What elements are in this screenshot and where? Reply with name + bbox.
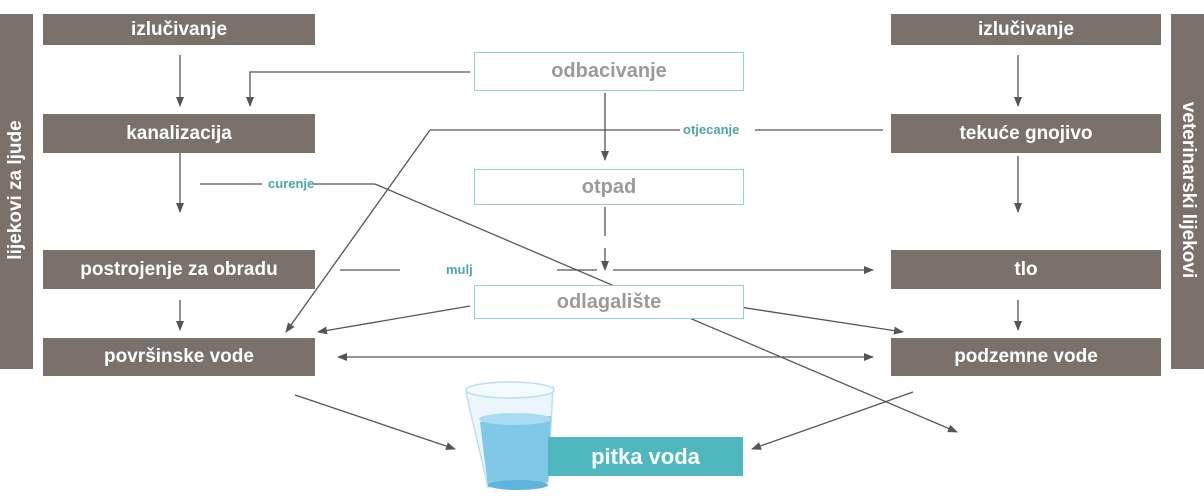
box-treatment-plant: postrojenje za obradu: [43, 250, 315, 289]
left-side-bar: [0, 14, 33, 369]
arrow-surface-to-drinking: [294, 394, 456, 450]
box-groundwater: podzemne vode: [891, 338, 1161, 376]
label-runoff: otjecanje: [683, 122, 740, 137]
box-excretion-left: izlučivanje: [43, 14, 315, 45]
label-leakage: curenje: [268, 176, 315, 191]
box-disposal: odbacivanje: [474, 52, 744, 91]
arrow-disposal-to-sewage: [246, 71, 470, 107]
arrow-groundwater-to-drinking: [751, 391, 914, 450]
arrow-landfill-to-surface: [317, 305, 471, 335]
label-sludge: mulj: [446, 262, 473, 277]
box-surface-water: površinske vode: [43, 338, 315, 376]
arrow-landfill-to-groundwater: [732, 305, 904, 335]
box-landfill: odlagalište: [474, 285, 744, 319]
box-soil: tlo: [891, 250, 1161, 289]
box-sewage: kanalizacija: [43, 114, 315, 153]
box-liquid-manure: tekuće gnojivo: [891, 114, 1161, 153]
box-drinking-water: pitka voda: [548, 437, 743, 476]
arrow-runoff-to-surface: [285, 129, 431, 333]
box-excretion-right: izlučivanje: [891, 14, 1161, 45]
right-side-bar: [1171, 14, 1204, 369]
box-waste: otpad: [474, 169, 744, 205]
